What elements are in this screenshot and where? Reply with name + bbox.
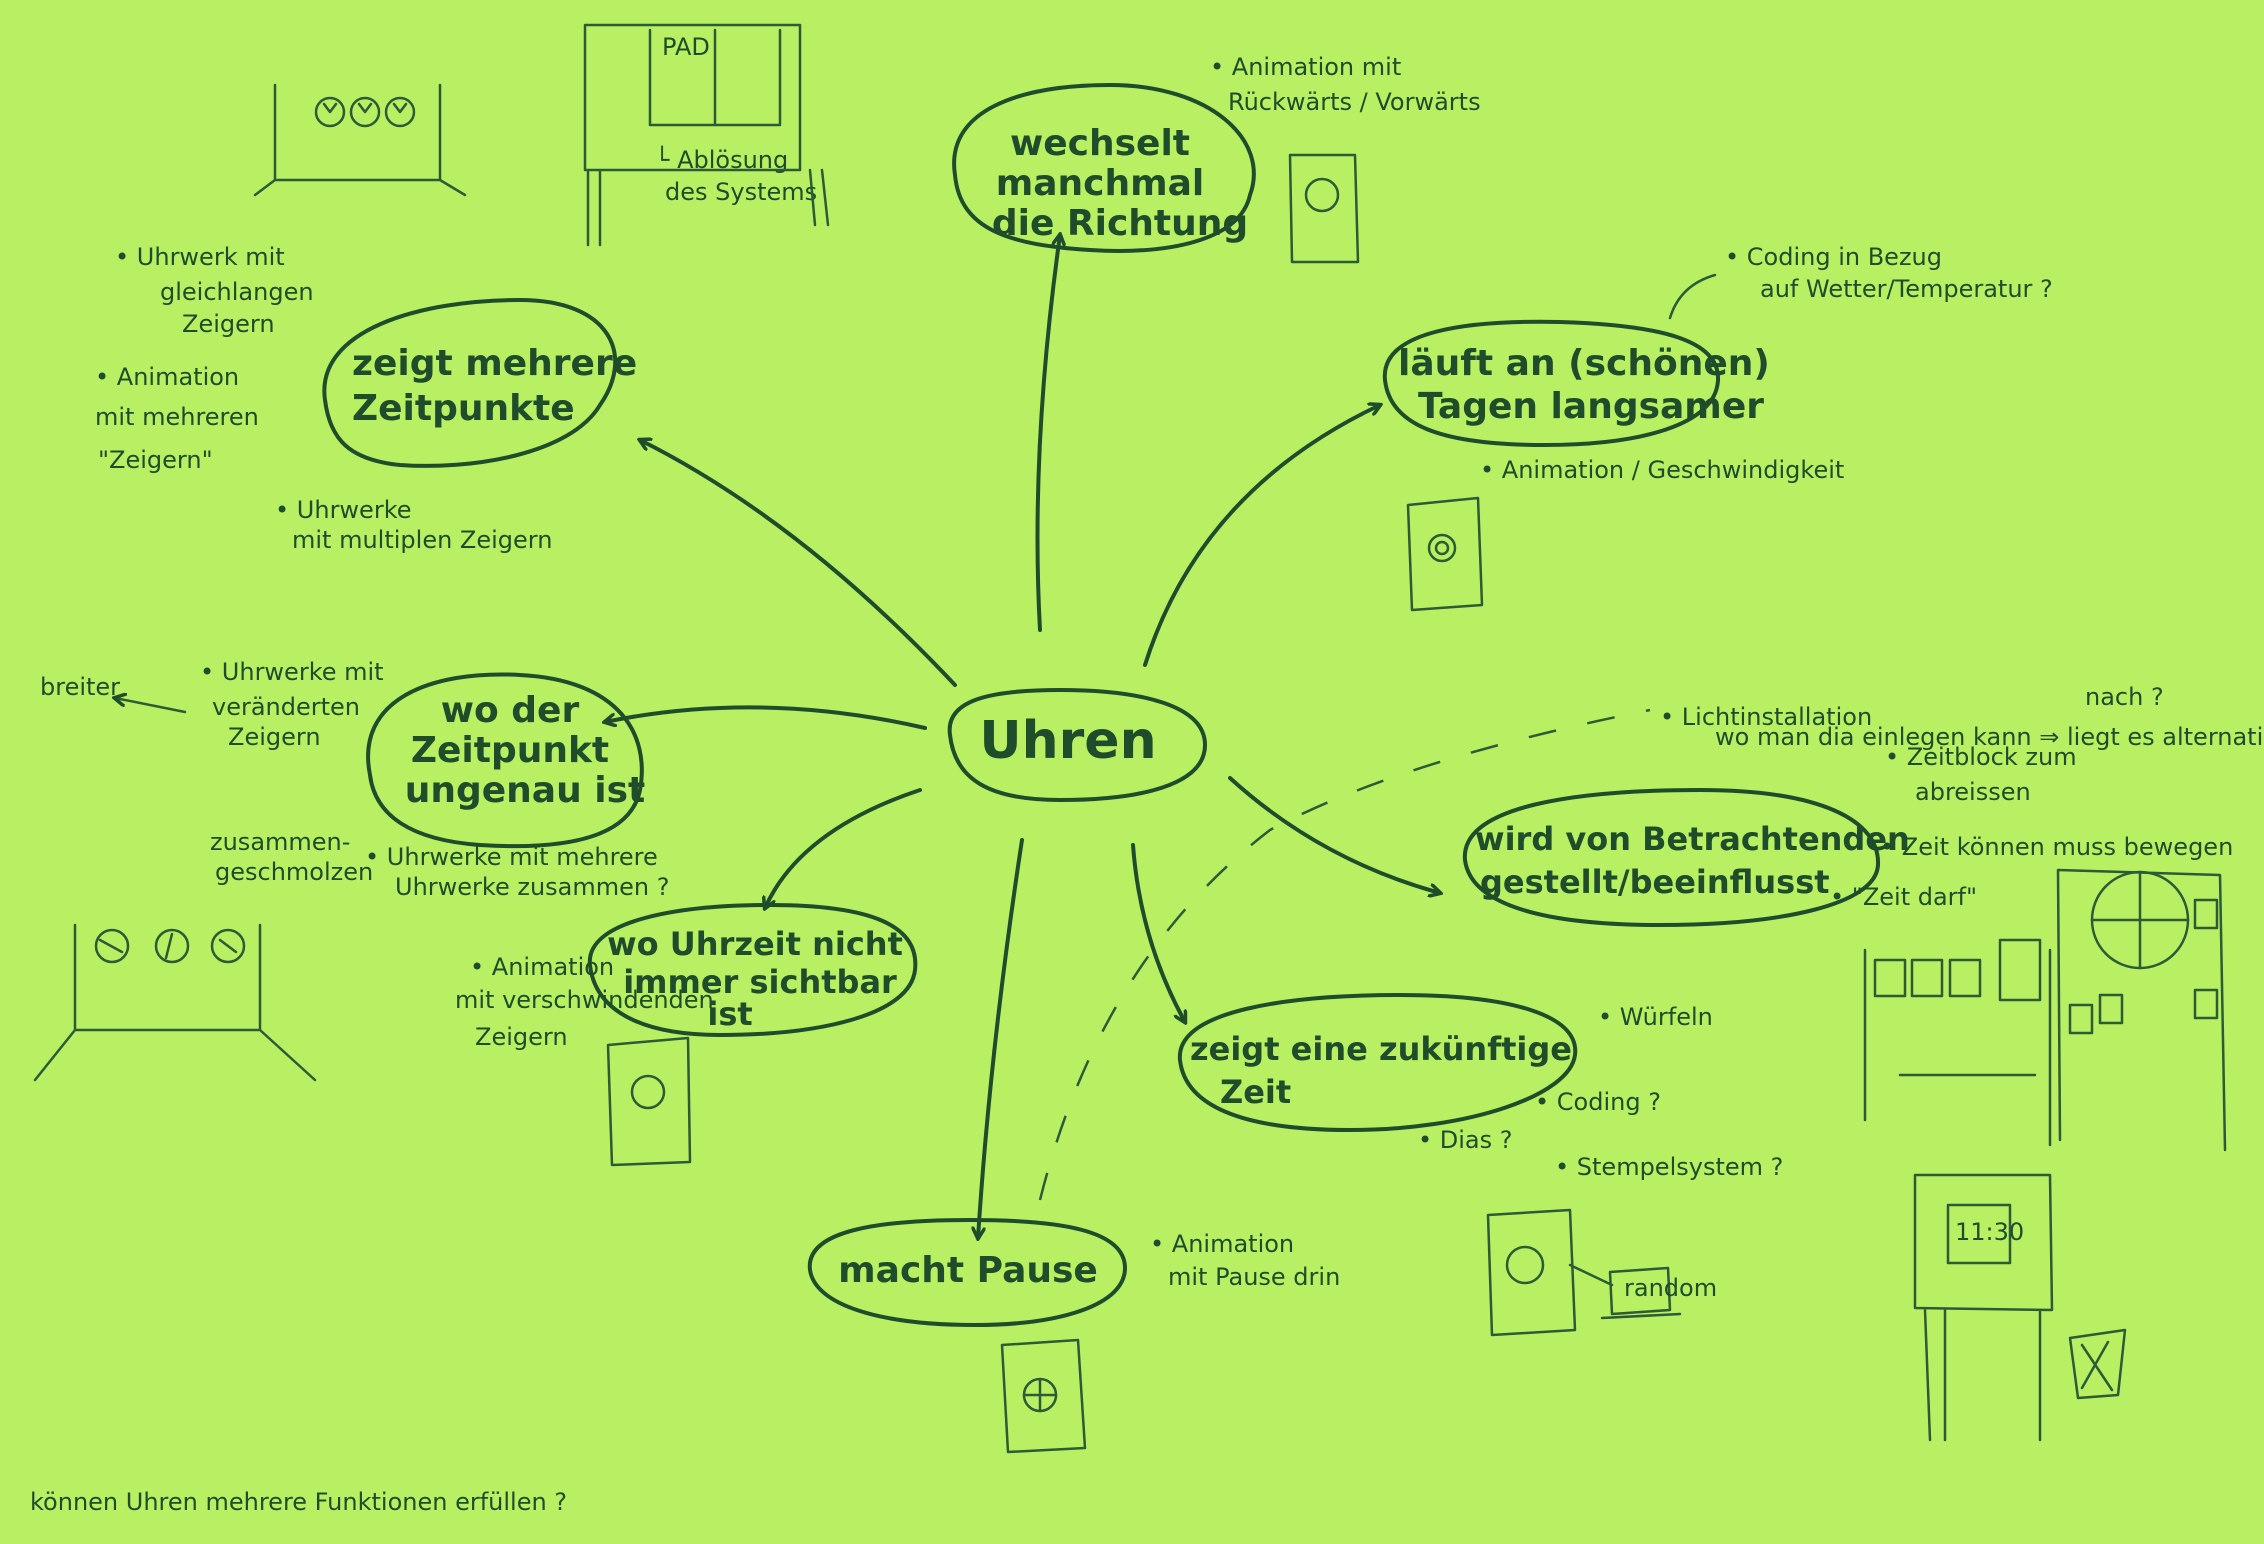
blob-4-outline [366,672,644,849]
blob-5-outline [1462,788,1881,927]
sketch-frame-right [1406,496,1484,612]
connector-4 [605,705,927,730]
sketch-frame-top-right [1288,153,1360,264]
connector-3 [1143,405,1380,667]
bubble-tail [1668,273,1717,320]
dashed-connector [1038,708,1651,1201]
node-3-label: läuft an (schönen)Tagen langsamer [1398,343,1770,427]
blob-1-outline [952,83,1256,253]
blob-3-outline [1382,319,1721,447]
sketch-book-stand: PAD [583,23,830,247]
blob-7-outline [1177,993,1578,1132]
connector-7 [1131,843,1185,1022]
note-coding: • Coding ? [1535,1088,1661,1116]
note-slides: • Dias ? [1418,1126,1513,1154]
center-label: Uhren [979,711,1156,771]
clock-display-label: 11:30 [1955,1218,2024,1246]
note-time-allowed: • "Zeit darf" [1830,883,1977,911]
sketch-frame-vanishing [606,1036,692,1167]
sketch-three-clocks-top [253,83,467,197]
svg-text:PAD: PAD [662,33,710,61]
connector-5 [1228,776,1440,893]
connector-6 [765,788,922,908]
arrow-to-wider [115,698,187,714]
sketch-wall-installation [1863,868,2227,1152]
note-wider: breiter [40,673,120,701]
note-move-time: • Zeit können muss bewegen [1880,833,2233,861]
connector-8 [978,838,1024,1238]
note-dice: • Würfeln [1598,1003,1713,1031]
connector-2 [640,440,957,687]
projector-random-label: random [1624,1274,1717,1302]
sketch-clock-bin: 11:30 [1913,1173,2127,1442]
node-8-label: macht Pause [838,1250,1098,1291]
sketch-projector: random [1486,1208,1717,1337]
note-stamp-system: • Stempelsystem ? [1555,1153,1783,1181]
note-melted: zusammen-geschmolzen [210,828,373,886]
center-blob [947,688,1207,802]
sketch-frame-pause [1000,1338,1087,1454]
footer-question: können Uhren mehrere Funktionen erfüllen… [30,1488,567,1516]
sketch-three-clocks-left [33,923,317,1082]
note-animation-speed: • Animation / Geschwindigkeit [1480,456,1844,484]
connector-1 [1035,235,1061,632]
blob-6-outline [587,903,918,1037]
blob-8-outline [807,1218,1127,1327]
blob-2-outline [322,298,618,468]
